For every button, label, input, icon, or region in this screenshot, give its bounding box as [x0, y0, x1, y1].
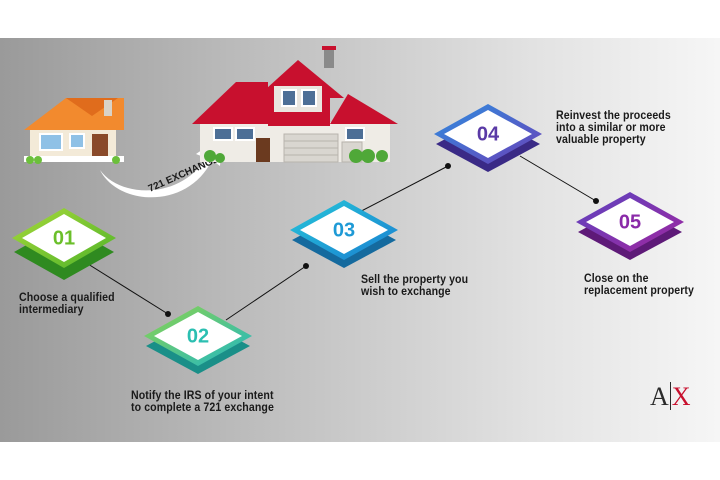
- dot: [593, 198, 599, 204]
- step-04-diamond: 04: [434, 104, 542, 172]
- text-line: valuable property: [556, 134, 646, 146]
- diamond-face: [22, 214, 106, 262]
- step-05-diamond: 05: [576, 192, 684, 260]
- background-panel: 721 EXCHANGE: [0, 38, 720, 442]
- diamond-face: [444, 110, 532, 158]
- small-house-illustration: [24, 98, 124, 164]
- text-line: Sell the property you: [361, 274, 469, 286]
- large-house-illustration: [192, 46, 398, 163]
- step-03-description: Sell the property you wish to exchange: [361, 274, 468, 298]
- process-diagram: 721 EXCHANGE: [12, 46, 684, 374]
- connector-02-03: [225, 265, 307, 321]
- diamond-face: [154, 312, 242, 360]
- text-line: intermediary: [19, 304, 84, 316]
- logo-letter-a: A: [650, 382, 669, 411]
- step-number: 02: [187, 325, 209, 347]
- step-number: 04: [477, 123, 500, 145]
- text-line: replacement property: [584, 285, 695, 297]
- step-number: 03: [333, 219, 355, 241]
- text-line: into a similar or more: [556, 122, 666, 134]
- text-line: wish to exchange: [361, 286, 451, 298]
- step-03-diamond: 03: [290, 200, 398, 268]
- step-05-description: Close on the replacement property: [584, 273, 694, 297]
- step-02-diamond: 02: [144, 306, 252, 374]
- dot: [445, 163, 451, 169]
- dot: [303, 263, 309, 269]
- step-number: 01: [53, 227, 75, 249]
- step-01-diamond: 01: [12, 208, 116, 280]
- step-04-description: Reinvest the proceeds into a similar or …: [556, 110, 671, 146]
- diamond-face: [300, 206, 388, 254]
- text-line: Reinvest the proceeds: [556, 110, 671, 122]
- logo-letter-x: X: [671, 382, 691, 411]
- text-line: Close on the: [584, 273, 649, 285]
- text-line: Notify the IRS of your intent: [131, 390, 274, 402]
- logo-divider: [669, 382, 671, 410]
- connector-01-02: [87, 263, 169, 315]
- step-01-description: Choose a qualified intermediary: [19, 292, 115, 316]
- dot: [165, 311, 171, 317]
- connector-04-05: [519, 155, 597, 202]
- connector-dots: [165, 163, 599, 317]
- step-02-description: Notify the IRS of your intent to complet…: [131, 390, 274, 414]
- text-line: to complete a 721 exchange: [131, 402, 274, 414]
- text-line: Choose a qualified: [19, 292, 115, 304]
- step-number: 05: [619, 211, 641, 233]
- diamond-face: [586, 198, 674, 246]
